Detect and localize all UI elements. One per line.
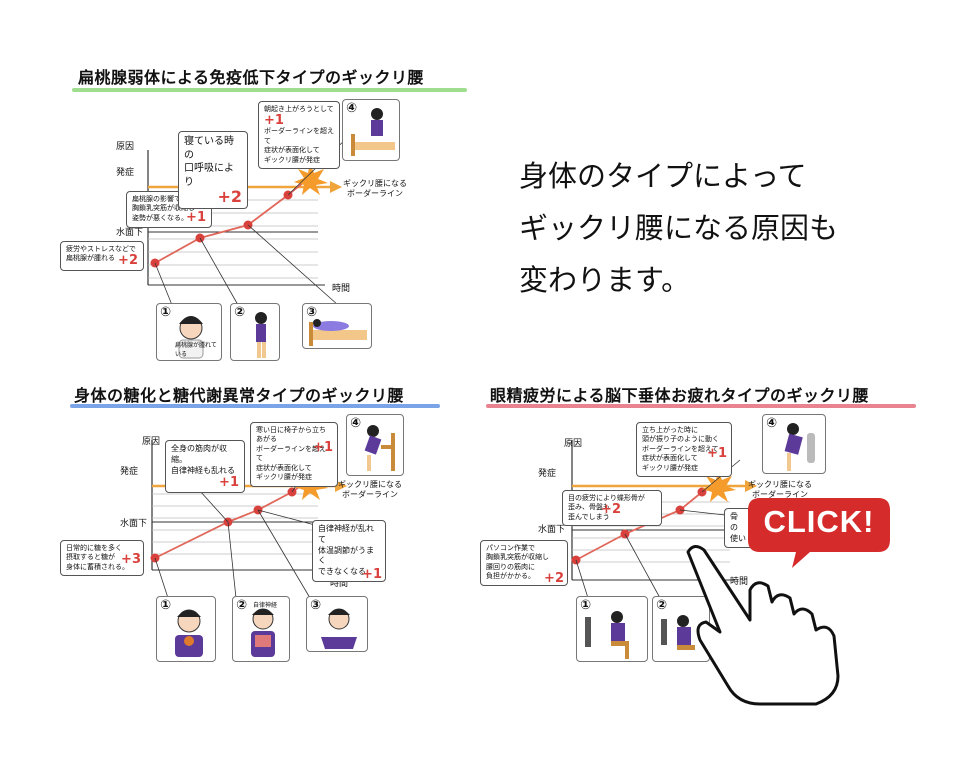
panel-2-border-label: ギックリ腰になるボーダーライン [338,480,402,499]
cold-person-icon [321,608,357,649]
panel-3-border-label: ギックリ腰になるボーダーライン [748,480,812,499]
panel-2-pic-1: ① [156,596,216,662]
panel-1-title-underline [72,88,467,92]
standing-up-icon [784,423,815,471]
panel-3-axis-water: 水面下 [538,525,566,535]
panel-3-diagram: 原因 発症 水面下 時間 ギックリ腰になるボーダーライン パソコン作業で胸鎖乳突… [480,410,920,665]
panel-2-title-underline [70,404,440,408]
panel-1-title: 扁桃腺弱体による免疫低下タイプのギックリ腰 [78,68,425,87]
sitting-up-icon [351,108,395,156]
panel-2-pic-3: ③ [306,596,368,652]
panel-2-axis-water: 水面下 [120,519,148,529]
face-icon [178,316,204,359]
panel-2-title: 身体の糖化と糖代謝異常タイプのギックリ腰 [74,386,405,405]
click-badge-svg[interactable] [680,490,910,710]
panel-2-step-1: 日常的に糖を多く摂取すると糖が身体に蓄積される。 +3 [60,540,144,577]
panel-2-step-3: 自律神経が乱れて体温調節がうまくできなくなる +1 [312,520,386,582]
panel-1-axis-time: 時間 [332,284,351,294]
chair-rising-icon [364,425,395,471]
panel-1-step-3: 寝ている時の口呼吸により +2 [178,131,248,209]
pointing-hand-icon [686,545,840,706]
panel-2-pic-2: ② 自律神経 [232,596,290,662]
panel-3-step-1: パソコン作業で胸鎖乳突筋が収縮し腰回りの筋肉に負担がかかる。 +2 [480,540,568,586]
main-message: 身体のタイプによって ギックリ腰になる原因も 変わります。 [519,150,838,306]
panel-2-axis-cause: 原因 [142,437,161,447]
eating-person-icon [175,609,203,657]
bed-sleeping-icon [309,319,367,346]
main-message-line-1: 身体のタイプによって [519,159,807,193]
panel-3-step-2: 目の疲労により蝶形骨が歪み、骨盤も歪んでしまう +2 [562,490,662,527]
panel-3-pic-4: ④ [762,414,826,474]
panel-3-step-4: 立ち上がった時に頭が振り子のように動くボーダーラインを超えて症状が表面化してギッ… [636,422,732,478]
panel-2-pic-4: ④ [346,414,404,476]
panel-3-title-underline [486,404,916,408]
panel-1-axis-water: 水面下 [116,228,144,238]
click-call-to-action[interactable]: CLICK! [680,490,910,710]
panel-3-axis-cause: 原因 [564,439,583,449]
panel-1-pic-3: ③ [302,303,372,349]
panel-1-step-4: 朝起き上がろうとして +1 ボーダーラインを超えて症状が表面化してギックリ腰が発… [258,101,340,170]
panel-1-axis-cause: 原因 [116,142,135,152]
body-person-icon [251,608,275,657]
panel-1-border-label: ギックリ腰になるボーダーライン [343,179,407,198]
tired-eyes-icon [661,615,695,650]
main-message-line-3: 変わります。 [519,263,691,297]
panel-2-step-4: 寒い日に椅子から立ちあがるボーダーラインを超えて症状が表面化してギックリ腰が発症… [250,422,338,487]
click-label[interactable]: CLICK! [763,504,875,539]
panel-1-border-arrow-head [330,181,342,193]
panel-3-axis-time: 時間 [730,577,749,587]
panel-1-step-1: 疲労やストレスなどで扁桃腺が腫れる +2 [60,241,144,271]
panel-1-burst [294,163,328,195]
panel-2-axis-onset: 発症 [120,467,139,477]
panel-3-title: 眼精疲労による脳下垂体お疲れタイプのギックリ腰 [490,386,870,405]
panel-2-axis-time: 時間 [330,579,349,589]
main-message-line-2: ギックリ腰になる原因も [519,211,839,245]
panel-2-diagram: 原因 発症 水面下 時間 ギックリ腰になるボーダーライン 日常的に糖を多く摂取す… [60,410,480,665]
panel-3-pic-1: ① [576,596,648,662]
panel-1-diagram: 原因 発症 水面下 時間 ギックリ腰になるボーダーライン 疲労やストレスなどで扁… [60,95,480,365]
panel-1-axis-onset: 発症 [116,168,135,178]
click-badge [748,498,890,568]
panel-1-pic-2: ② [230,303,280,361]
pc-work-icon [585,611,629,659]
panel-1-pic-4: ④ [342,99,400,161]
standing-person-icon [255,312,267,358]
panel-1-pic-1: ① 扁桃腺が腫れている [156,303,222,361]
panel-3-chart-svg [571,440,757,599]
panel-2-step-2: 全身の筋肉が収縮。自律神経も乱れる +1 [165,440,245,494]
panel-3-axis-onset: 発症 [538,469,557,479]
